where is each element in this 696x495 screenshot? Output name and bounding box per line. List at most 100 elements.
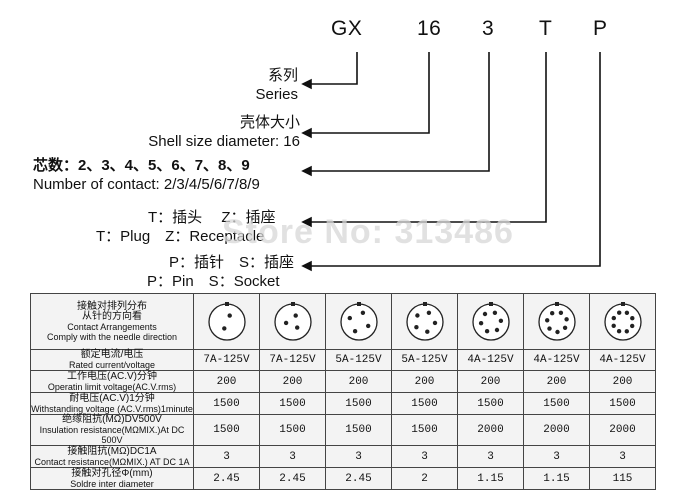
spec-value-cell: 200 xyxy=(523,370,590,393)
shell-size-label-en: Shell size diameter: 16 xyxy=(148,133,300,150)
contact-pin xyxy=(360,310,365,315)
spec-value-cell: 3 xyxy=(193,445,260,468)
spec-value-cell: 4A-125V xyxy=(523,349,590,371)
contact-pin xyxy=(544,317,549,322)
contact-pin xyxy=(616,328,621,333)
key-notch xyxy=(356,301,361,306)
spec-value-cell: 2.45 xyxy=(325,467,392,490)
spec-value-cell: 200 xyxy=(193,370,260,393)
pin-label-en: P：Pin S：Socket xyxy=(147,273,280,290)
spec-value-cell: 200 xyxy=(457,370,524,393)
series-label-zh: 系列 xyxy=(267,67,298,84)
contact-pin xyxy=(629,323,634,328)
spec-row-header-en: Contact resistance(MΩMIX.) AT DC 1A xyxy=(34,456,190,467)
connector-face xyxy=(471,302,510,341)
contact-pin xyxy=(498,318,503,323)
series-label-en: Series xyxy=(255,86,298,103)
arrangement-cell xyxy=(391,293,458,350)
arrangement-cell xyxy=(259,293,326,350)
spec-value-cell: 200 xyxy=(391,370,458,393)
code-series: GX xyxy=(331,17,363,40)
contact-pin xyxy=(611,323,616,328)
spec-row-header-en: Contact Arrangements Comply with the nee… xyxy=(46,321,178,342)
spec-row-header-en: Withstanding voltage (AC.V.rms)1minute xyxy=(31,403,193,414)
shell-size-label-zh: 壳体大小 xyxy=(239,114,300,131)
spec-row-header-en: Insulation resistance(MΩMIX.)At DC 500V xyxy=(39,425,185,445)
pin-label-zh: P：插针 S：插座 xyxy=(169,254,295,271)
spec-value-cell: 2000 xyxy=(523,414,590,446)
spec-value-cell: 1500 xyxy=(259,392,326,415)
spec-value-cell: 1.15 xyxy=(523,467,590,490)
connector-face xyxy=(405,302,444,341)
spec-value-cell: 4A-125V xyxy=(457,349,524,371)
contact-pin xyxy=(562,325,567,330)
spec-value-cell: 7A-125V xyxy=(193,349,260,371)
contact-pin xyxy=(549,310,554,315)
spec-value-cell: 2000 xyxy=(457,414,524,446)
contact-pin xyxy=(558,310,563,315)
contact-pin xyxy=(484,328,489,333)
spec-value-cell: 2 xyxy=(391,467,458,490)
contact-pin xyxy=(563,316,569,321)
contact-pin xyxy=(414,312,420,318)
spec-value-cell: 1500 xyxy=(259,414,326,446)
contacts-label-en: Number of contact: 2/3/4/5/6/7/8/9 xyxy=(33,176,260,193)
spec-row-header-zh: 接触对排列分布 从针的方向看 xyxy=(77,300,147,322)
contact-pin xyxy=(624,328,629,333)
key-notch xyxy=(620,301,625,306)
contact-arrangement-3-pin xyxy=(273,301,312,341)
connector-face xyxy=(339,302,378,341)
code-pin: P xyxy=(593,17,608,40)
connector-face xyxy=(273,302,312,341)
model-code-connector-lines xyxy=(301,52,601,272)
contact-pin xyxy=(546,325,552,331)
contact-pin xyxy=(611,315,616,320)
contact-arrangement-5-pin xyxy=(405,301,444,341)
spec-value-cell: 200 xyxy=(325,370,392,393)
spec-value-cell: 5A-125V xyxy=(391,349,458,371)
type-label: T：插头 Z：插座 T：Plug Z：Receptacle xyxy=(96,208,276,246)
contact-pin xyxy=(478,320,483,325)
spec-value-cell: 1500 xyxy=(325,392,392,415)
arrangement-cell xyxy=(589,293,656,350)
spec-value-cell: 1500 xyxy=(325,414,392,446)
contact-pin xyxy=(293,312,298,318)
connector-face xyxy=(207,302,246,341)
contact-arrangement-8-pin xyxy=(603,301,642,341)
contact-arrangement-7-pin xyxy=(537,301,576,341)
spec-value-cell: 200 xyxy=(259,370,326,393)
contact-pin xyxy=(283,320,288,325)
spec-value-cell: 1500 xyxy=(457,392,524,415)
type-label-en: T：Plug Z：Receptacle xyxy=(96,228,265,245)
key-notch xyxy=(422,301,427,306)
contact-pin xyxy=(494,327,499,332)
spec-row-header-zh: 工作电压(AC.V)分钟 xyxy=(67,370,157,382)
connector-face xyxy=(537,302,576,341)
arrangement-cell xyxy=(193,293,260,350)
key-notch xyxy=(224,301,229,306)
contact-pin xyxy=(554,329,560,334)
contact-pin xyxy=(616,310,621,315)
spec-value-cell: 1500 xyxy=(589,392,656,415)
spec-value-cell: 1500 xyxy=(391,392,458,415)
spec-value-cell: 3 xyxy=(391,445,458,468)
arrangement-cell xyxy=(325,293,392,350)
spec-value-cell: 1.15 xyxy=(457,467,524,490)
contact-pin xyxy=(413,324,419,329)
contact-pin xyxy=(482,311,487,316)
spec-value-cell: 1500 xyxy=(193,414,260,446)
store-watermark: Store No: 313486 xyxy=(222,213,514,251)
code-type: T xyxy=(539,17,553,40)
pin-label: P：插针 S：插座 P：Pin S：Socket xyxy=(147,253,294,291)
spec-value-cell: 3 xyxy=(325,445,392,468)
contact-pin xyxy=(629,315,634,320)
